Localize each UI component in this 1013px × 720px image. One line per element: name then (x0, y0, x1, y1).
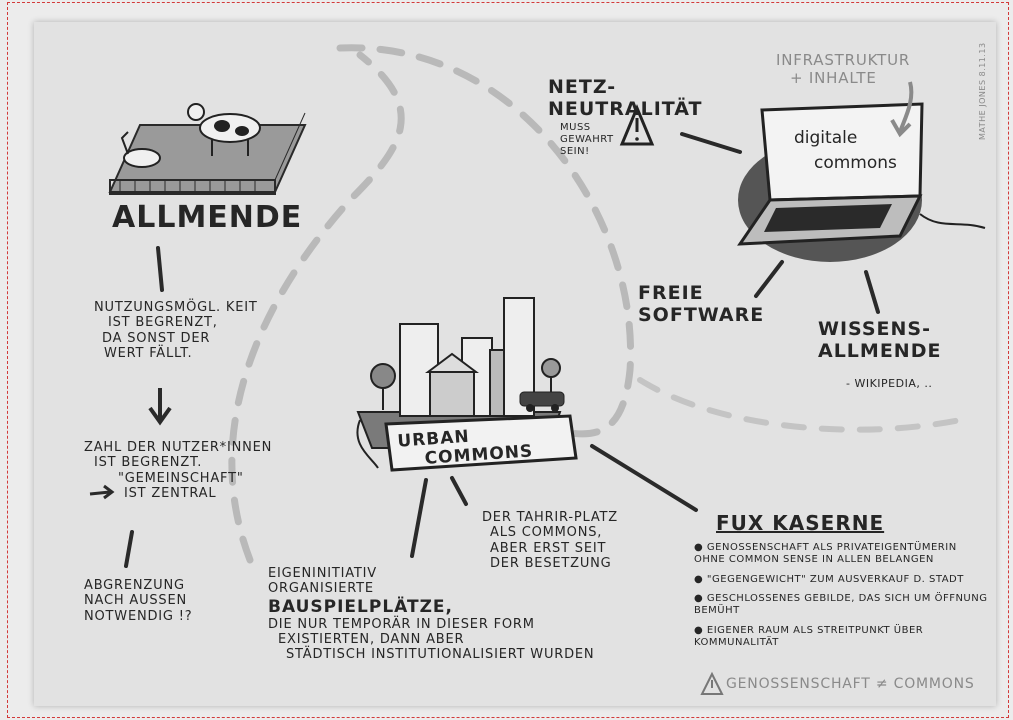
line: digitale (794, 128, 858, 148)
freie-software-label: FREIE SOFTWARE (638, 282, 764, 327)
pen-arrow-icon (890, 81, 914, 138)
infrastruktur-label: INFRASTRUKTUR + INHALTE (776, 51, 911, 87)
allmende-note-2: ZAHL DER NUTZER*INNEN IST BEGRENZT. "GEM… (84, 440, 272, 501)
tree-icon (370, 363, 396, 410)
line: ZAHL DER NUTZER*INNEN (84, 440, 273, 455)
line: NEUTRALITÄT (548, 98, 703, 121)
warning-icon-footer (700, 671, 724, 695)
goose-icon (120, 131, 161, 168)
line: FREIE (638, 282, 704, 304)
cow-icon (187, 103, 261, 156)
line: "GEMEINSCHAFT" (118, 470, 244, 486)
fux-bullet-list: ● GENOSSENSCHAFT ALS PRIVATEIGENTÜMERIN … (694, 542, 990, 657)
dashed-arc (637, 377, 963, 433)
bauspielplaetze-note: EIGENINITIATIV ORGANISIERTE BAUSPIELPLÄT… (268, 566, 594, 663)
line: ALS COMMONS, (490, 525, 603, 541)
allmende-title: ALLMENDE (112, 200, 303, 235)
tahrir-note: DER TAHRIR-PLATZ ALS COMMONS, ABER ERST … (482, 510, 618, 571)
line: BAUSPIELPLÄTZE, (268, 596, 453, 617)
list-item: ● GENOSSENSCHAFT ALS PRIVATEIGENTÜMERIN … (694, 542, 957, 565)
line: STÄDTISCH INSTITUTIONALISIERT WURDEN (286, 647, 595, 663)
wikipedia-note: - WIKIPEDIA, .. (846, 377, 933, 390)
line: ABGRENZUNG (84, 578, 185, 593)
line: EIGENINITIATIV (268, 566, 377, 581)
line: IST BEGRENZT, (108, 315, 218, 331)
tree-icon-2 (541, 358, 561, 392)
line: WERT FÄLLT. (104, 345, 193, 361)
line: GEWAHRT (560, 133, 614, 145)
line: SOFTWARE (638, 304, 765, 327)
line: DER BESETZUNG (490, 555, 612, 571)
line: NOTWENDIG !? (84, 608, 193, 624)
line: ORGANISIERTE (268, 581, 374, 597)
line: MUSS (560, 122, 591, 133)
netz-note: MUSS GEWAHRT SEIN! (560, 122, 614, 157)
list-item: ● "GEGENGEWICHT" ZUM AUSVERKAUF D. STADT (694, 573, 964, 585)
warning-icon (619, 104, 655, 146)
car-icon (519, 391, 565, 412)
line: + INHALTE (790, 68, 877, 87)
netzneutralitaet-title: NETZ- NEUTRALITÄT (548, 76, 702, 121)
line: EXISTIERTEN, DANN ABER (278, 632, 465, 648)
bullet-text: GESCHLOSSENES GEBILDE, DAS SICH UM ÖFFNU… (694, 593, 988, 617)
line: SEIN! (560, 145, 590, 157)
signature: MATHE JONES 8.11.13 (978, 42, 987, 140)
arrow-right-icon (89, 484, 115, 500)
line: commons (814, 152, 897, 173)
bullet-text: "GEGENGEWICHT" ZUM AUSVERKAUF D. STADT (706, 573, 964, 585)
fux-kaserne-title: FUX KASERNE (716, 511, 885, 535)
line: NETZ- (548, 76, 617, 98)
line: DA SONST DER (102, 330, 211, 346)
list-item: ● EIGENER RAUM ALS STREITPUNKT ÜBER KOMM… (694, 624, 924, 648)
bullet-text: EIGENER RAUM ALS STREITPUNKT ÜBER KOMMUN… (694, 624, 924, 648)
dashed-circle (228, 44, 635, 564)
line: WISSENS- (818, 318, 931, 340)
line: DER TAHRIR-PLATZ (482, 510, 618, 525)
line: ALLMENDE (818, 340, 942, 363)
arrow-down-icon (148, 388, 172, 426)
allmende-note-1: NUTZUNGSMÖGL. KEIT IST BEGRENZT, DA SONS… (94, 300, 258, 361)
urban-banner (384, 414, 578, 472)
wissensallmende-label: WISSENS- ALLMENDE (818, 318, 941, 363)
line: IST ZENTRAL (124, 485, 217, 501)
line: NUTZUNGSMÖGL. KEIT (94, 300, 258, 315)
bullet-text: GENOSSENSCHAFT ALS PRIVATEIGENTÜMERIN OH… (694, 542, 957, 565)
pasture-illustration (108, 112, 307, 195)
genossenschaft-footer: GENOSSENSCHAFT ≠ COMMONS (726, 676, 975, 692)
laptop-screen-label: digitale commons (794, 126, 897, 175)
line: DIE NUR TEMPORÄR IN DIESER FORM (268, 616, 535, 632)
laptop-icon (737, 102, 986, 246)
allmende-note-3: ABGRENZUNG NACH AUSSEN NOTWENDIG !? (84, 578, 192, 624)
line: NACH AUSSEN (84, 593, 188, 609)
list-item: ● GESCHLOSSENES GEBILDE, DAS SICH UM ÖFF… (694, 593, 988, 617)
line: IST BEGRENZT. (94, 455, 203, 471)
line: INFRASTRUKTUR (776, 51, 911, 69)
line: ABER ERST SEIT (490, 540, 607, 556)
